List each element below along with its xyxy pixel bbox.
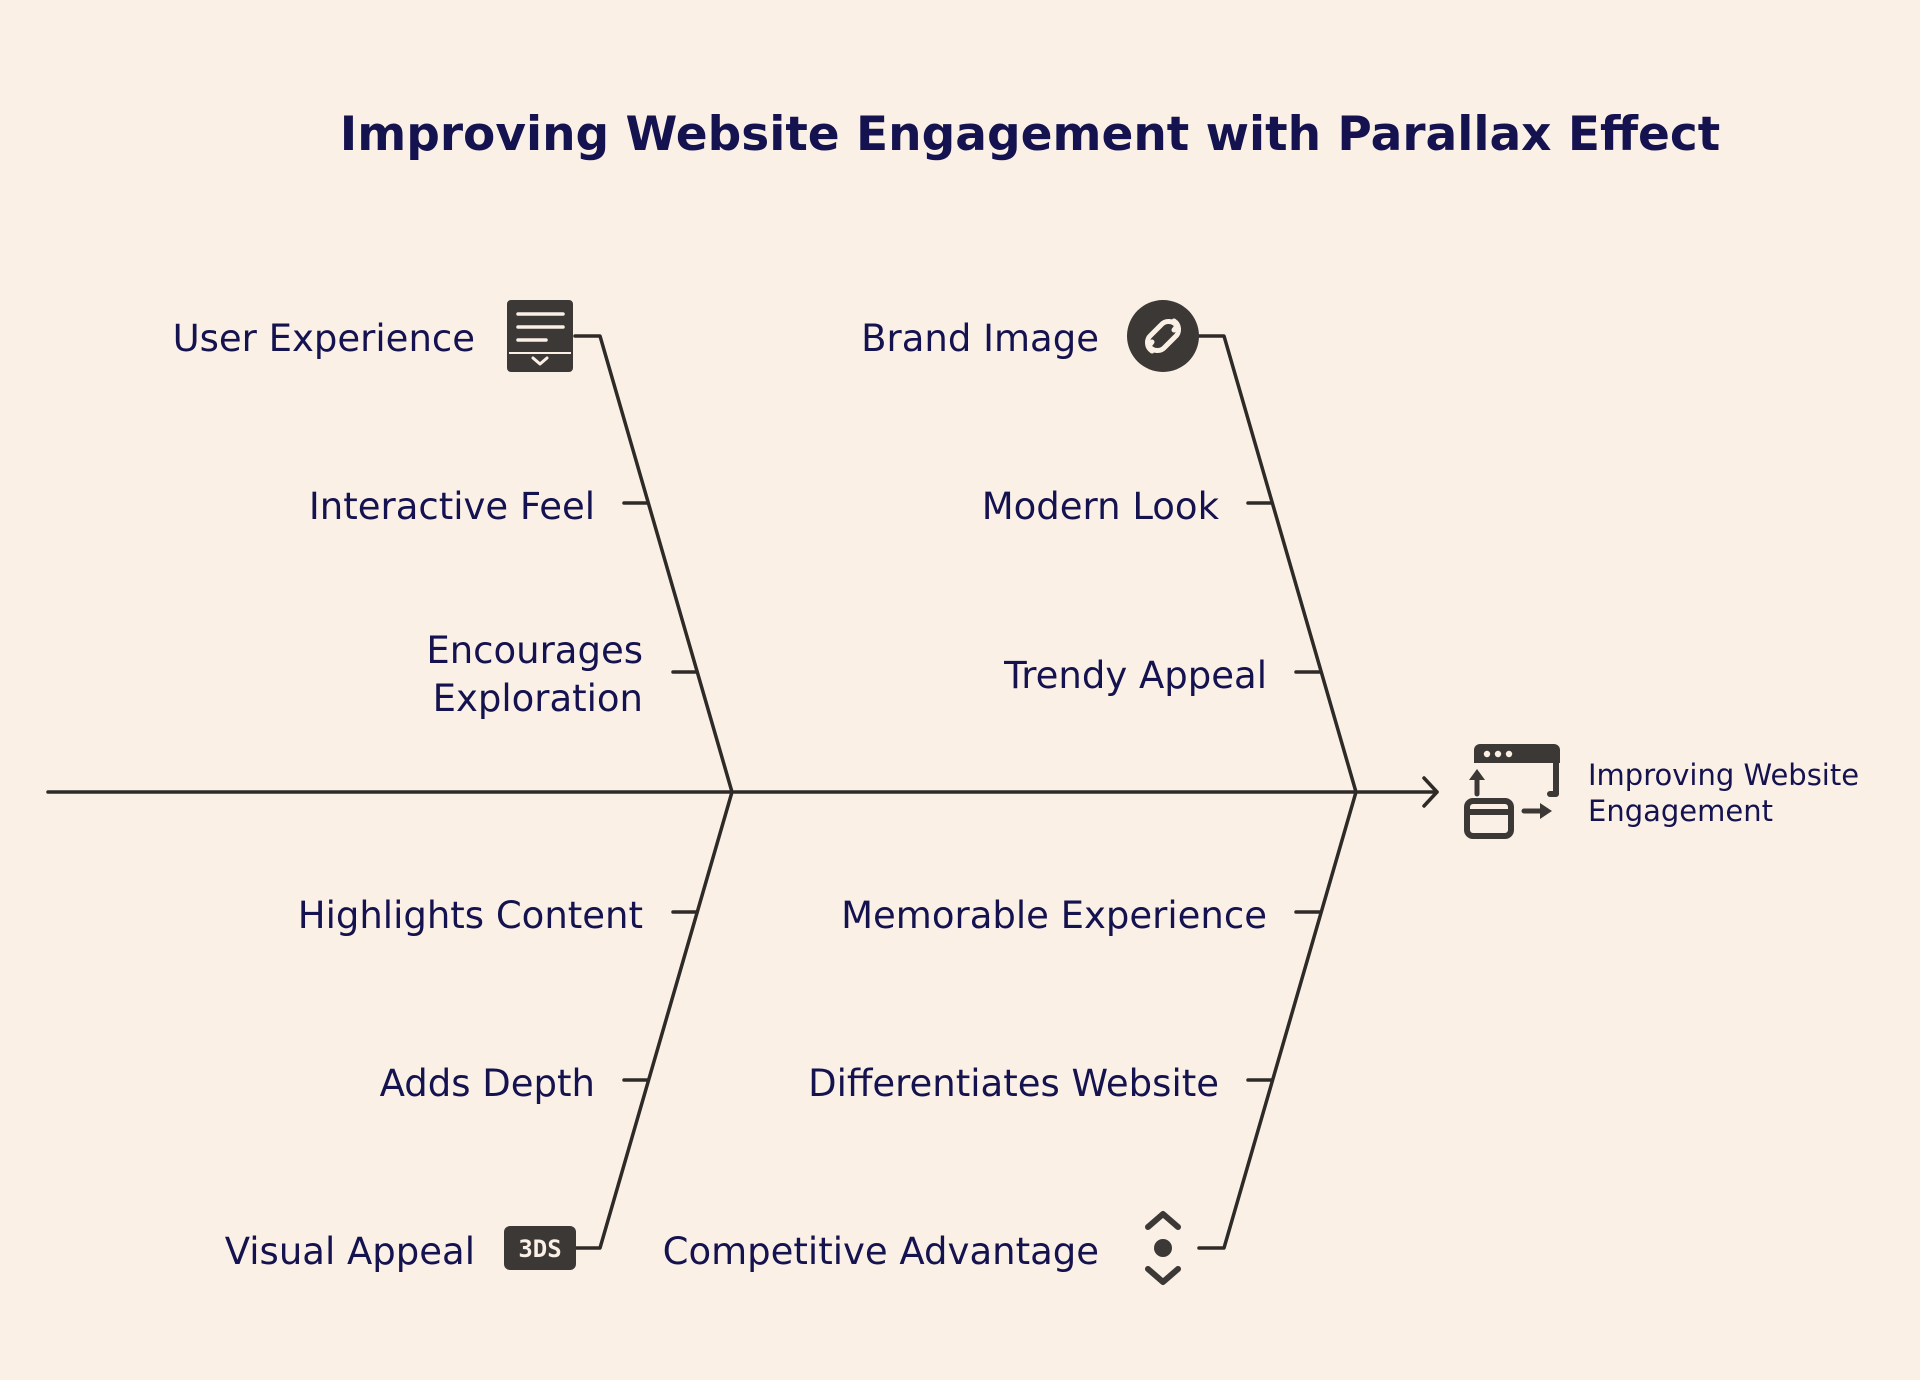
branch-line (1197, 334, 1358, 794)
cause-label: Competitive Advantage (663, 1230, 1099, 1273)
sub-cause-label: Encourages (426, 629, 643, 672)
branch-line (573, 790, 734, 1250)
cause-label: User Experience (173, 317, 475, 360)
spine-arrowhead (1422, 776, 1439, 808)
sub-cause-label: Memorable Experience (841, 894, 1267, 937)
sub-cause-label: Interactive Feel (309, 485, 595, 528)
sub-cause-label: Adds Depth (380, 1062, 595, 1105)
cause-label: Visual Appeal (225, 1230, 475, 1273)
effect-head: Improving Website Engagement (1464, 744, 1859, 839)
effect-label-line2: Engagement (1588, 794, 1773, 828)
3ds-badge-text: 3DS (518, 1235, 561, 1263)
branch-line (1197, 790, 1358, 1250)
sub-cause-label: Highlights Content (298, 894, 643, 937)
sub-cause-label: Trendy Appeal (1003, 654, 1267, 697)
branch-line (573, 334, 734, 794)
branch-competitive-advantage: Memorable Experience Differentiates Webs… (663, 790, 1358, 1285)
link-circle-icon (1127, 300, 1199, 372)
3ds-badge-icon: 3DS (504, 1226, 576, 1270)
branch-visual-appeal: Highlights Content Adds Depth Visual App… (225, 790, 734, 1273)
sub-cause-label: Differentiates Website (808, 1062, 1219, 1105)
document-list-icon (507, 300, 573, 372)
sub-cause-label-line2: Exploration (433, 677, 643, 720)
sub-cause-label: Modern Look (982, 485, 1220, 528)
branch-brand-image: Brand Image Modern Look Trendy Appeal (861, 300, 1358, 794)
chevron-up-down-icon (1145, 1211, 1181, 1285)
branch-user-experience: User Experience Interactive Feel Encoura… (173, 300, 734, 794)
diagram-title: Improving Website Engagement with Parall… (340, 107, 1720, 162)
cause-label: Brand Image (861, 317, 1099, 360)
effect-label-line1: Improving Website (1588, 758, 1859, 792)
browser-windows-transfer-icon (1464, 744, 1560, 839)
